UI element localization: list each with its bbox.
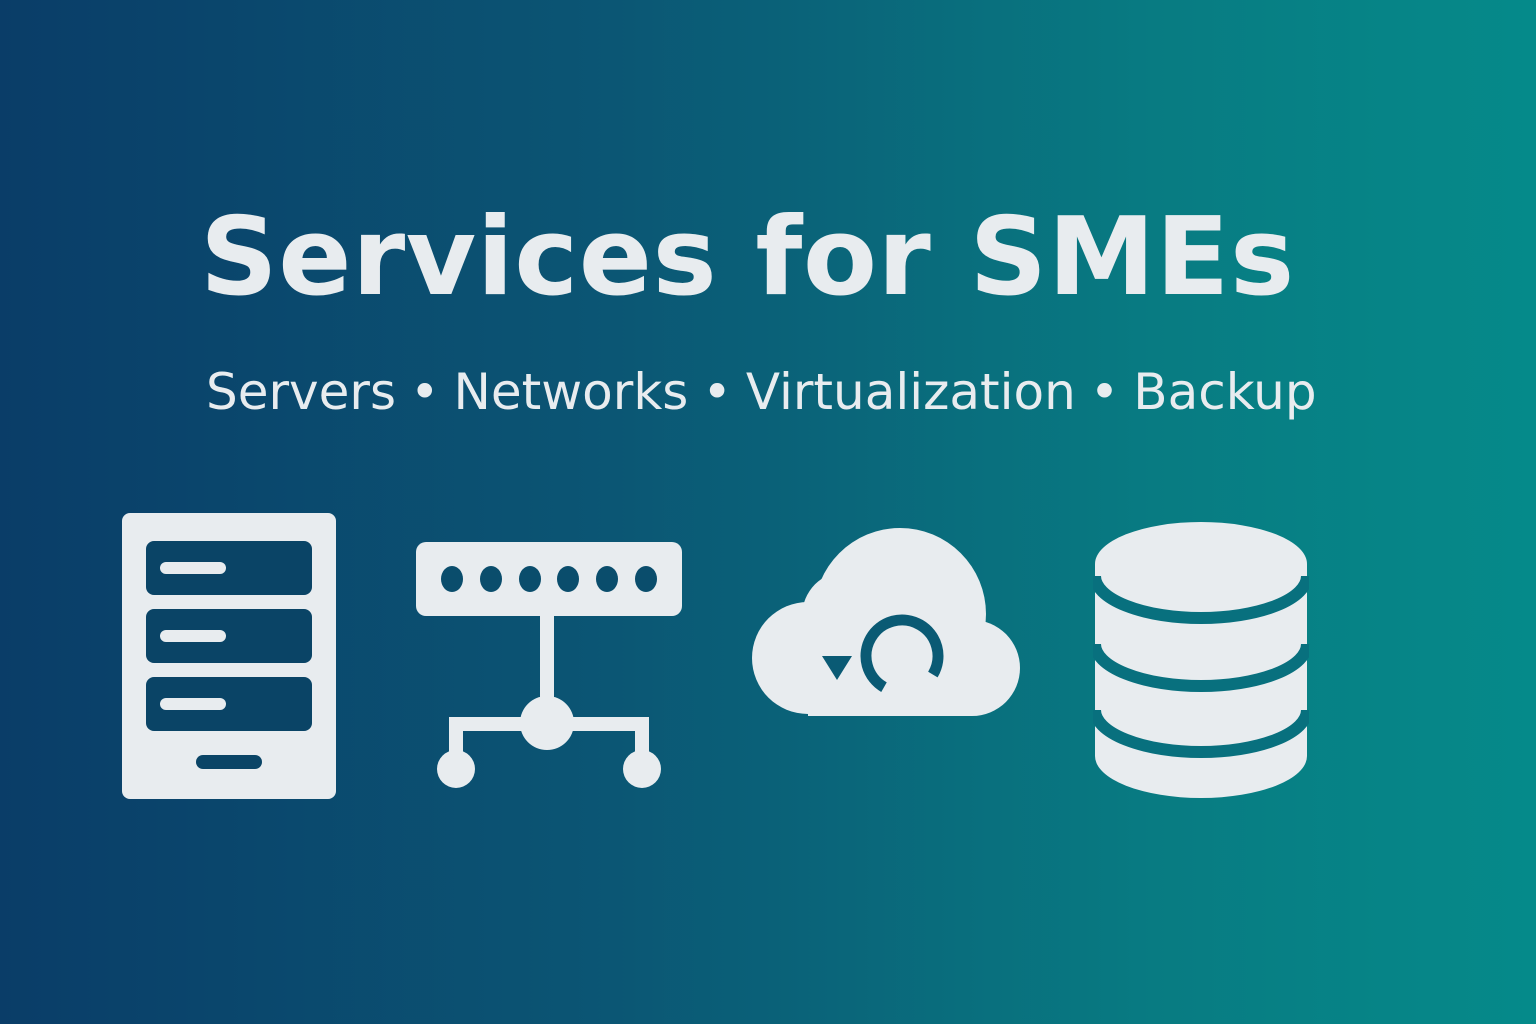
service-backup: Backup (1133, 363, 1317, 421)
database-icon (1093, 522, 1309, 798)
service-virtualization: Virtualization (745, 363, 1076, 421)
service-networks: Networks (453, 363, 689, 421)
separator-dot: • (702, 363, 732, 421)
server-rack-icon (122, 513, 336, 799)
services-subtitle: Servers•Networks•Virtualization•Backup (206, 362, 1317, 422)
separator-dot: • (410, 363, 440, 421)
separator-dot: • (1089, 363, 1120, 421)
service-servers: Servers (206, 363, 397, 421)
cloud-sync-icon (752, 528, 1020, 716)
network-switch-icon (416, 542, 682, 788)
page-title: Services for SMEs (200, 195, 1295, 320)
